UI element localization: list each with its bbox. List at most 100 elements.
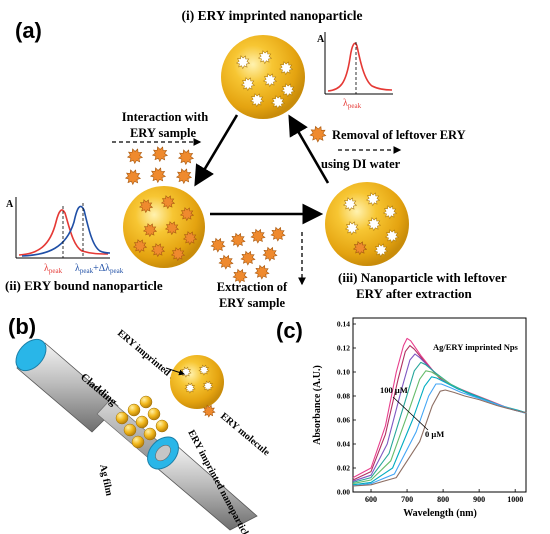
y-tick-label: 0.04 [337, 440, 350, 449]
annotation-100um: 100 μM [380, 385, 408, 395]
panel-a-label: (a) [15, 18, 42, 43]
ery-molecule [230, 232, 246, 248]
ag-nanoparticle [139, 395, 153, 409]
ery-molecule [218, 254, 234, 270]
leftover-site [366, 217, 382, 232]
inset-ii-peak2-label: λpeak+Δλpeak [75, 263, 124, 275]
np-bound [123, 186, 205, 268]
bound-ery-molecule [164, 221, 180, 236]
extraction-line1: Extraction of [217, 280, 288, 294]
x-tick-label: 700 [401, 495, 413, 504]
ery-molecule [151, 146, 169, 163]
ag-nanoparticles-on-fiber [115, 395, 169, 449]
interaction-line2: ERY sample [130, 126, 197, 140]
ery-molecules-extraction [210, 226, 286, 284]
bound-ery-molecule [132, 239, 148, 254]
bound-ery-molecule [179, 207, 195, 222]
ag-nanoparticle [143, 427, 157, 441]
ery-molecule [175, 168, 193, 185]
state-iii-line1: (iii) Nanoparticle with leftover [338, 270, 507, 285]
ery-molecule-legend [309, 125, 327, 143]
y-tick-label: 0.02 [337, 464, 350, 473]
imprinted-site [202, 380, 214, 392]
np-imprinted [221, 35, 305, 119]
ag-film-label: Ag film [97, 463, 115, 497]
optical-fiber [15, 338, 258, 531]
state-ii-title: (ii) ERY bound nanoparticle [5, 278, 163, 293]
removal-line1: Removal of leftover ERY [332, 128, 466, 142]
bound-ery-molecule [170, 247, 186, 262]
chart-title: Ag/ERY imprinted Nps [433, 342, 519, 352]
ery-molecule [177, 149, 195, 166]
leftover-ery-molecule [352, 241, 368, 256]
y-axis-ticks: 0.000.020.040.060.080.100.120.14 [337, 320, 356, 497]
bound-ery-molecules [132, 195, 198, 262]
ery-molecules-interaction [124, 146, 195, 186]
imprinted-site [184, 382, 196, 394]
bound-ery-molecule [150, 243, 166, 258]
imprinted-site [257, 50, 273, 65]
x-tick-label: 1000 [507, 495, 523, 504]
ag-nanoparticle [147, 407, 161, 421]
absorbance-series [352, 337, 527, 487]
np-zoom [170, 355, 224, 409]
imprinted-site [240, 77, 256, 92]
ery-molecule [232, 268, 248, 284]
absorbance-line-8 [352, 389, 527, 487]
imprinted-site [249, 93, 265, 108]
inset-ii-peak-red [18, 209, 109, 256]
y-tick-label: 0.14 [337, 320, 350, 329]
inset-spectrum-ii: A λpeak λpeak+Δλpeak [6, 197, 124, 275]
ery-molecule [124, 169, 142, 186]
leftover-site [382, 205, 398, 220]
x-tick-label: 800 [437, 495, 449, 504]
inset-i-peak-label: λpeak [343, 98, 362, 110]
np-leftover [325, 182, 409, 266]
leftover-site [373, 243, 389, 258]
ag-nanoparticle [155, 419, 169, 433]
bound-ery-molecule [138, 199, 154, 214]
ery-molecule-icon [309, 125, 327, 143]
interaction-line1: Interaction with [122, 110, 208, 124]
imprinted-sites [235, 50, 296, 110]
ag-nanoparticle [127, 403, 141, 417]
ery-molecule [254, 264, 270, 280]
ery-molecule-label: ERY molecule [218, 411, 272, 459]
imprinted-site [262, 73, 278, 88]
inset-i-peak [327, 42, 393, 92]
ery-molecule [262, 246, 278, 262]
ag-nanoparticle [131, 435, 145, 449]
inset-ii-peak1-label: λpeak [44, 263, 63, 275]
ery-molecule [126, 148, 144, 165]
imprinted-site [235, 55, 251, 70]
inset-i-ylabel: A [317, 34, 325, 45]
ery-molecule [149, 167, 167, 184]
site-pointer [165, 367, 185, 376]
bound-ery-molecule [182, 231, 198, 246]
imprinted-site [278, 61, 294, 76]
x-axis-label: Wavelength (nm) [403, 508, 477, 519]
y-tick-label: 0.10 [337, 368, 350, 377]
imprinted-site [270, 95, 286, 110]
fiber-end-face [15, 338, 47, 372]
ery-molecule [270, 226, 286, 242]
imprinted-site [280, 83, 296, 98]
ag-nanoparticle [135, 415, 149, 429]
leftover-site [344, 221, 360, 236]
arrow-iii-to-i [288, 114, 330, 184]
arrow-i-to-ii [194, 114, 239, 187]
panel-c-label: (c) [276, 318, 303, 343]
x-tick-label: 900 [473, 495, 485, 504]
y-tick-label: 0.08 [337, 392, 350, 401]
x-axis-ticks: 600 700 800 900 1000 [365, 489, 523, 504]
inset-spectrum-i: A λpeak [317, 32, 393, 110]
y-tick-label: 0.12 [337, 344, 350, 353]
leftover-site [365, 192, 381, 207]
y-tick-label: 0.06 [337, 416, 350, 425]
x-tick-label: 600 [365, 495, 377, 504]
bound-ery-molecule [160, 195, 176, 210]
inset-ii-ylabel: A [6, 199, 14, 210]
